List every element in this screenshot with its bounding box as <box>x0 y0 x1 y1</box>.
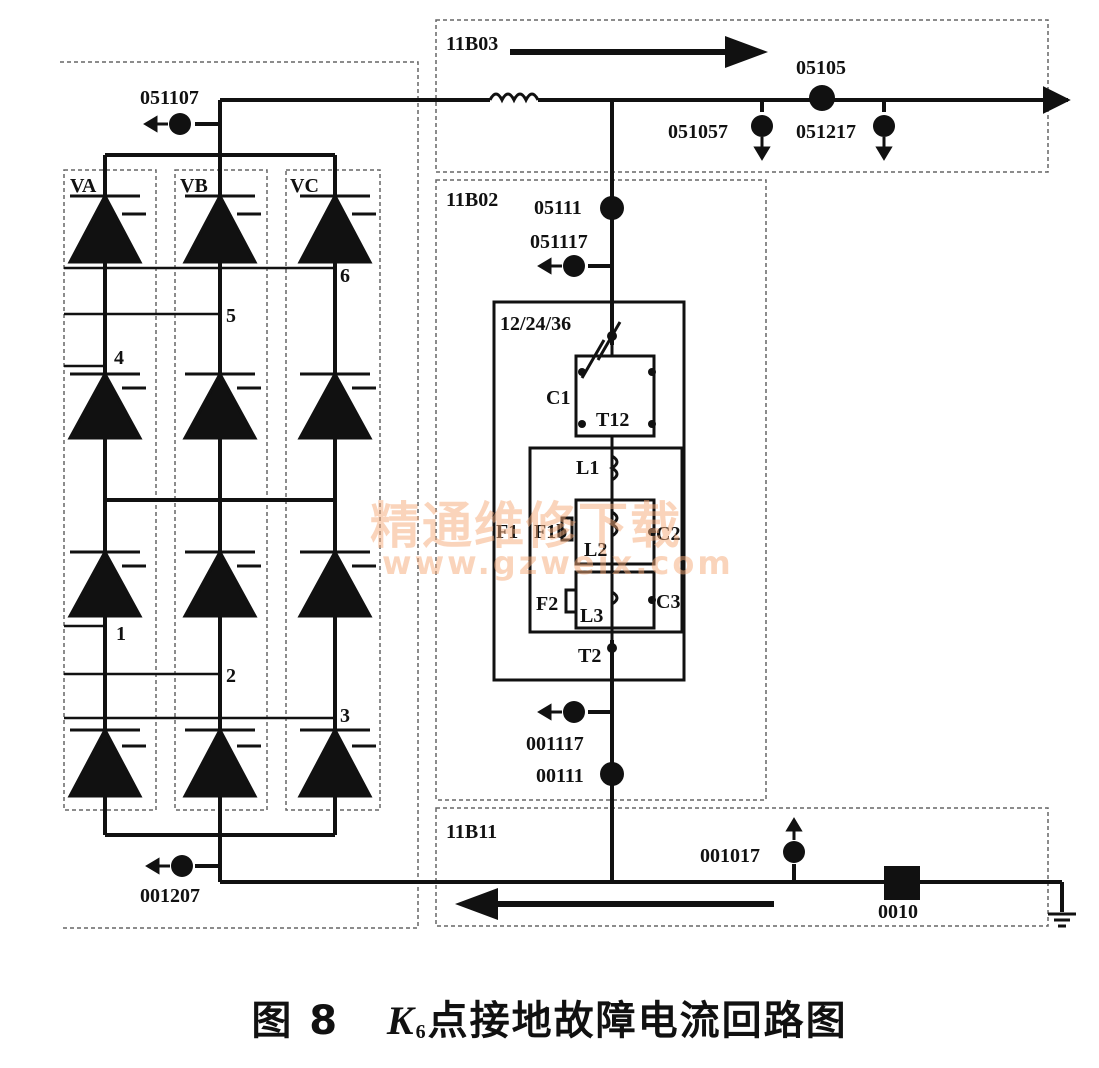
point-label-051107: 051107 <box>140 87 199 109</box>
filter-box <box>528 446 684 634</box>
component-label-c3: C3 <box>656 591 680 613</box>
component-label-f2: F2 <box>536 593 558 615</box>
thyristor-vc-3 <box>297 548 376 618</box>
watermark-url: www.gzweix.com <box>382 544 734 582</box>
point-051107 <box>169 113 191 135</box>
phase-box-va <box>63 169 157 811</box>
point-label-0010: 0010 <box>878 901 918 923</box>
node-label-2: 2 <box>226 665 236 687</box>
block-label-11b03: 11B03 <box>446 33 498 55</box>
point-label-051057: 051057 <box>668 121 728 143</box>
t12-box <box>574 354 656 438</box>
node-label-5: 5 <box>226 305 236 327</box>
thyristor-vc-4 <box>297 726 376 798</box>
caption-k: K6 <box>386 998 428 1043</box>
watermark-text: 精通维修下载 <box>370 497 682 555</box>
point-label-001207: 001207 <box>140 885 200 907</box>
fuse-f1 <box>560 516 574 542</box>
thyristor-va-1 <box>67 192 146 264</box>
point-label-001017: 001017 <box>700 845 760 867</box>
caption-title: 点接地故障电流回路图 <box>427 998 848 1044</box>
breaker-0010 <box>884 866 920 900</box>
block-label-11b02: 11B02 <box>446 189 498 211</box>
component-label-t2: T2 <box>578 645 601 667</box>
point-label-051117: 051117 <box>530 231 588 253</box>
component-label-l3: L3 <box>580 605 603 627</box>
point-label-05105: 05105 <box>796 57 846 79</box>
component-label-l2: L2 <box>584 539 607 561</box>
block-11b11 <box>435 807 1049 927</box>
transformer-box <box>492 300 686 682</box>
thyristor-va-4 <box>67 726 146 798</box>
point-001207 <box>171 855 193 877</box>
node-label-1: 1 <box>116 623 126 645</box>
node-label-6: 6 <box>340 265 350 287</box>
point-051217 <box>873 115 895 137</box>
thyristor-vb-1 <box>182 192 261 264</box>
thyristor-va-3 <box>67 548 146 618</box>
point-label-05111: 05111 <box>534 197 582 219</box>
component-label-f1b: F1b <box>534 521 567 543</box>
figure-caption: 图 8 K6点接地故障电流回路图 <box>0 988 1099 1046</box>
point-00111 <box>600 762 624 786</box>
node-label-3: 3 <box>340 705 350 727</box>
component-label-f1: F1 <box>496 521 518 543</box>
component-label-t12: T12 <box>596 409 629 431</box>
thyristor-vb-4 <box>182 726 261 798</box>
point-001117 <box>563 701 585 723</box>
phase-label-vb: VB <box>180 175 208 197</box>
point-051117 <box>563 255 585 277</box>
component-label-l1: L1 <box>576 457 599 479</box>
point-05105 <box>809 85 835 111</box>
l3-coil <box>611 590 619 606</box>
point-label-00111: 00111 <box>536 765 584 787</box>
thyristor-vc-2 <box>297 370 376 440</box>
current-flow-arrow-bottom <box>455 888 774 920</box>
fuse-f2 <box>564 588 578 614</box>
thyristor-vb-2 <box>182 370 261 440</box>
phase-label-va: VA <box>70 175 97 197</box>
ground-icon <box>1048 912 1076 928</box>
thyristor-array <box>67 192 376 798</box>
l1-coil <box>609 454 619 482</box>
node-label-4: 4 <box>114 347 124 369</box>
component-label-c2: C2 <box>656 523 680 545</box>
point-label-001117: 001117 <box>526 733 584 755</box>
block-label-11b11: 11B11 <box>446 821 497 843</box>
rectifier-region <box>60 61 419 929</box>
thyristor-vb-3 <box>182 548 261 618</box>
point-051057 <box>751 115 773 137</box>
l2-coil <box>609 510 619 538</box>
point-label-051217: 051217 <box>796 121 856 143</box>
component-label-c1: C1 <box>546 387 570 409</box>
point-001017 <box>783 841 805 863</box>
reactor-coil <box>488 92 540 104</box>
current-flow-arrow-top <box>510 36 768 68</box>
thyristor-vc-1 <box>297 192 376 264</box>
point-05111 <box>600 196 624 220</box>
phase-label-vc: VC <box>290 175 319 197</box>
block-11b02 <box>435 179 767 801</box>
thyristor-va-2 <box>67 370 146 440</box>
transformer-label: 12/24/36 <box>500 313 571 335</box>
caption-fig: 图 8 <box>251 998 340 1044</box>
